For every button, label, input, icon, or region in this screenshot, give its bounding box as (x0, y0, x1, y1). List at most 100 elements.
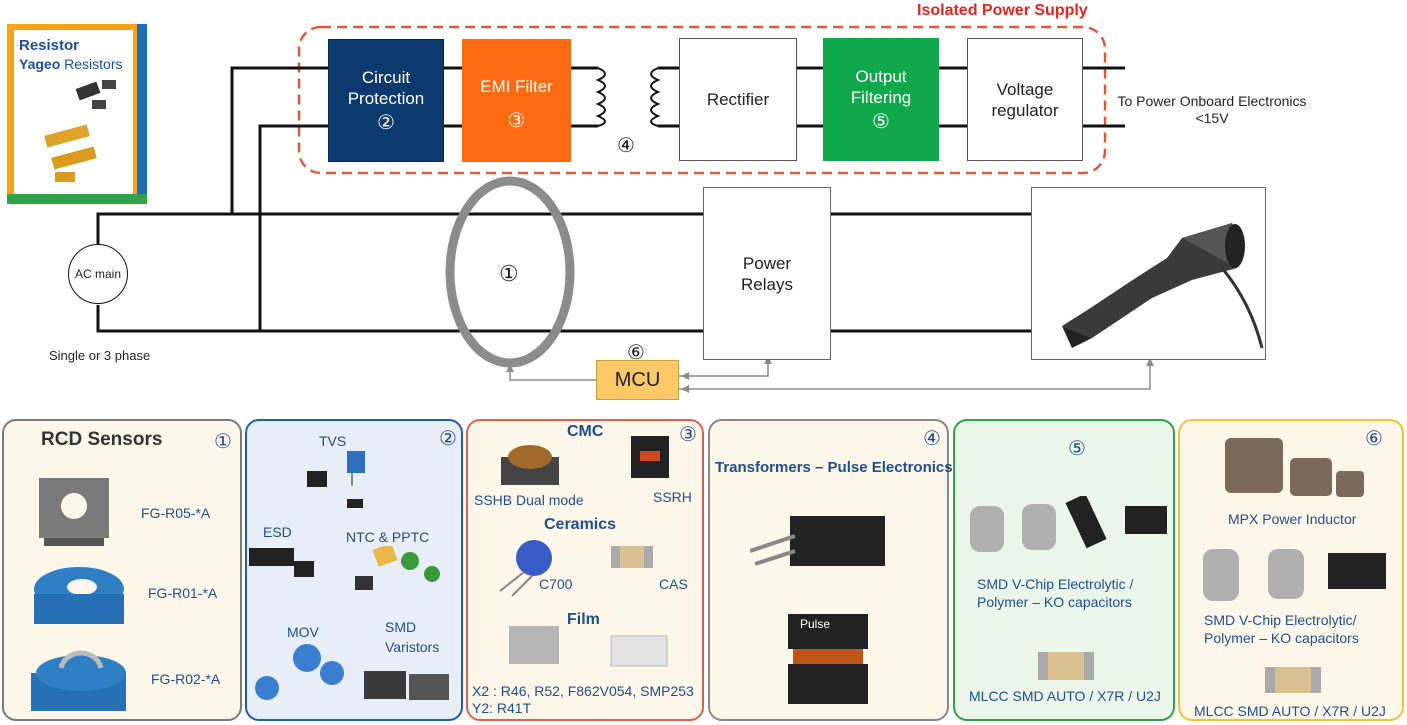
p5-cap-label: SMD V-Chip Electrolytic / Polymer – KO c… (977, 575, 1133, 611)
yageo-rest: Resistors (60, 56, 123, 72)
p6-v-chip-caps-image (1203, 549, 1386, 601)
power-relays-label: Power Relays (741, 253, 793, 294)
voltage-regulator-block: Voltage regulator (967, 38, 1083, 161)
p5-cap-line2: Polymer – KO capacitors (977, 594, 1132, 610)
output-note: To Power Onboard Electronics <15V (1106, 93, 1318, 127)
transformer-image-2: Pulse (788, 614, 868, 704)
p6-cap-label: SMD V-Chip Electrolytic/ Polymer – KO ca… (1204, 611, 1359, 647)
ac-main-circle: AC main (68, 244, 128, 304)
mcu-block: MCU (596, 360, 679, 400)
ceramics-heading: Ceramics (544, 516, 617, 533)
panel4-num: ④ (923, 428, 941, 450)
mains-line-bottom (96, 305, 703, 333)
smd-varistor-line2: Varistors (385, 639, 440, 655)
ac-main-label: AC main (74, 267, 121, 281)
panel-protection: ② TVS ESD NTC & PPTC MOV SMD Varistors (245, 419, 463, 721)
sshb-image (501, 445, 559, 485)
mov-label: MOV (287, 624, 319, 640)
rcd-item-2: FG-R01-*A (148, 585, 218, 601)
panel2-num: ② (439, 428, 457, 450)
mov-image (255, 644, 344, 700)
yageo-card: Resistor Yageo Resistors (7, 24, 147, 204)
tvs-label: TVS (319, 433, 347, 449)
p5-cap-line1: SMD V-Chip Electrolytic / (977, 576, 1134, 592)
cas-label: CAS (659, 576, 688, 592)
ntc-image (355, 546, 440, 590)
ssrh-label: SSRH (653, 489, 692, 505)
yageo-line1: Resistor (19, 37, 80, 54)
mcu-label: MCU (614, 368, 661, 391)
smd-varistor-label: SMD Varistors (385, 617, 439, 657)
rcd-item-1: FG-R05-*A (141, 505, 211, 521)
film-cap-image-1 (509, 626, 559, 664)
yageo-line2: Yageo Resistors (19, 56, 122, 72)
rectifier-block: Rectifier (679, 38, 797, 161)
resistor-images (44, 80, 116, 182)
circuit-protection-block: Circuit Protection ② (328, 39, 444, 162)
mcu-num: ⑥ (627, 342, 645, 364)
yageo-brand: Yageo (19, 56, 61, 72)
panel-transformers: ④ Transformers – Pulse Electronics Pulse (708, 419, 953, 721)
transformers-heading: Transformers – Pulse Electronics (715, 459, 953, 476)
p6-mlcc-label: MLCC SMD AUTO / X7R / U2J (1194, 703, 1386, 719)
rcd-sensor-image-2 (34, 567, 124, 624)
esd-label: ESD (263, 524, 292, 540)
panel1-num: ① (214, 431, 232, 453)
tap-line-bottom (258, 124, 328, 331)
output-filtering-num: ⑤ (872, 111, 890, 133)
cas-image (611, 546, 653, 568)
output-note-line1: To Power Onboard Electronics (1117, 93, 1307, 109)
rcd-sensor-image-1 (39, 478, 109, 546)
p6-cap-line1: SMD V-Chip Electrolytic/ (1204, 612, 1357, 628)
ev-charger-plug-icon (1062, 223, 1264, 349)
panel-mcu-parts: ⑥ MPX Power Inductor SMD V-Chip Electrol… (1178, 419, 1404, 721)
tvs-image (307, 451, 365, 508)
rcd-num: ① (499, 261, 519, 286)
circuit-protection-num: ② (377, 112, 395, 134)
mains-line-top (96, 212, 703, 275)
p5-mlcc-label: MLCC SMD AUTO / X7R / U2J (969, 688, 1161, 704)
mpx-label: MPX Power Inductor (1228, 511, 1357, 527)
sshb-label: SSHB Dual mode (474, 492, 584, 508)
panel-filter: ③ CMC SSHB Dual mode SSRH Ceramics C700 … (466, 419, 704, 721)
output-note-line2: <15V (1195, 110, 1229, 126)
film-cap-image-2 (610, 635, 668, 667)
transformer-coils (595, 67, 661, 127)
supply-title: Isolated Power Supply (917, 2, 1088, 19)
panel1-title: RCD Sensors (41, 429, 163, 450)
output-filtering-block: Output Filtering ⑤ (823, 38, 939, 161)
rectifier-label: Rectifier (706, 90, 770, 109)
emi-filter-label: EMI Filter (480, 76, 553, 96)
x2-label: X2 : R46, R52, F862V054, SMP253 (472, 683, 694, 699)
smd-varistor-image (364, 671, 449, 700)
cmc-heading: CMC (567, 423, 604, 440)
pulse-brand: Pulse (800, 617, 830, 631)
panel5-num: ⑤ (1068, 438, 1086, 460)
emi-filter-block: EMI Filter ③ (462, 39, 571, 162)
c700-label: C700 (539, 576, 573, 592)
circuit-protection-label: Circuit Protection (347, 68, 425, 108)
phase-note: Single or 3 phase (49, 348, 151, 363)
p6-mlcc-image (1265, 667, 1321, 693)
transformer-image-1 (750, 516, 885, 566)
rcd-sensor-image-3 (31, 650, 126, 711)
rcd-toroid (445, 176, 575, 368)
p5-mlcc-image (1038, 652, 1094, 680)
panel6-num: ⑥ (1365, 428, 1383, 450)
ntc-label: NTC & PPTC (346, 529, 430, 545)
y2-label: Y2: R41T (472, 700, 532, 716)
c700-image (499, 540, 552, 597)
output-filtering-label: Output Filtering (850, 67, 912, 107)
ssrh-image (631, 436, 669, 478)
v-chip-caps-image (970, 496, 1167, 552)
p6-cap-line2: Polymer – KO capacitors (1204, 630, 1359, 646)
rcd-item-3: FG-R02-*A (151, 671, 221, 687)
panel-rcd-sensors: RCD Sensors ① FG-R05-*A FG-R01-*A FG-R02… (2, 419, 242, 721)
esd-image (249, 548, 314, 577)
transformer-num: ④ (617, 135, 635, 157)
ev-charger-box (1031, 187, 1266, 360)
tap-line-top (230, 66, 328, 214)
voltage-regulator-label: Voltage regulator (991, 79, 1059, 120)
film-heading: Film (567, 611, 600, 628)
